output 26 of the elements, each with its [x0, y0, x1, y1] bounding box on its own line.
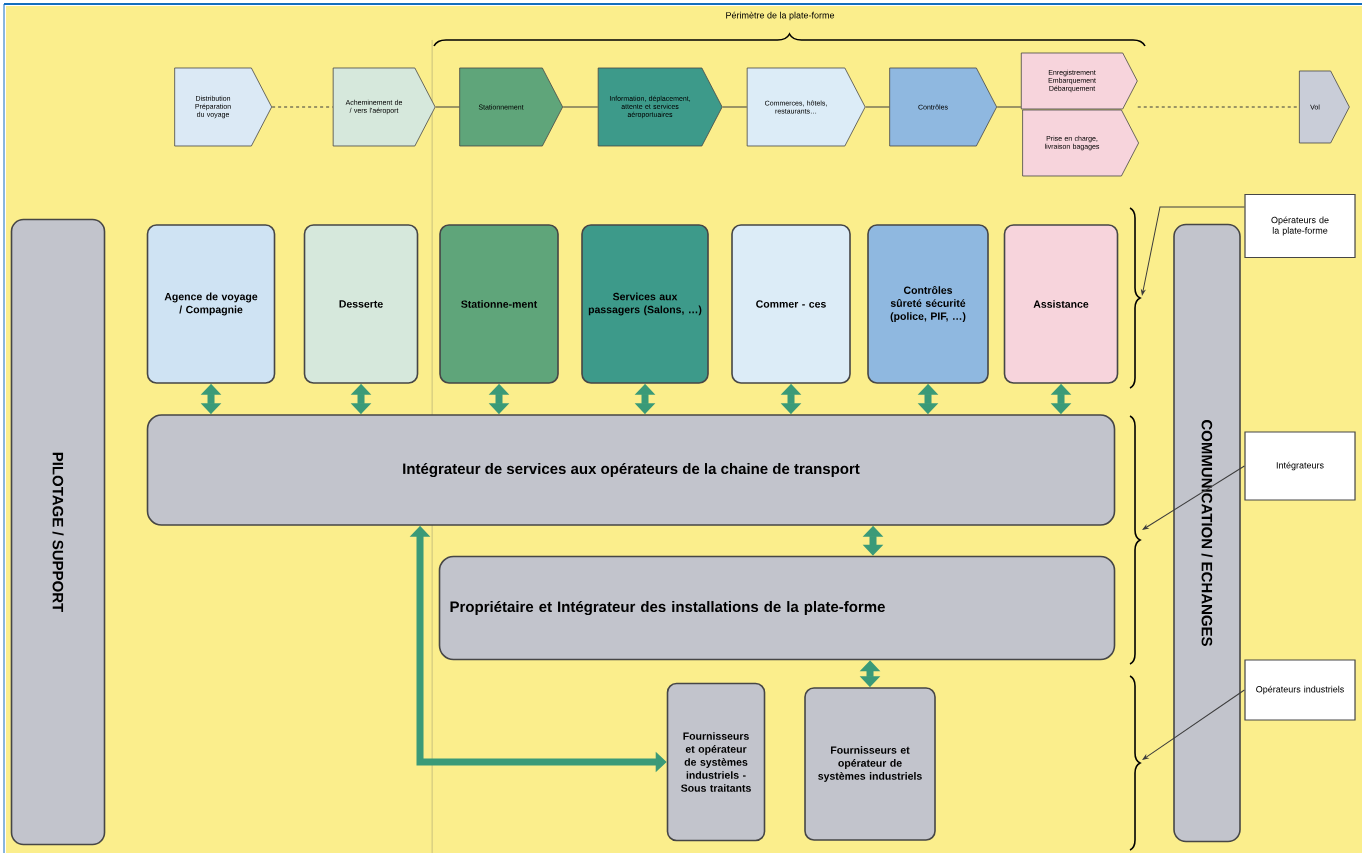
connector-line — [435, 106, 460, 108]
service-box: Stationne-ment — [439, 224, 559, 384]
connector-line — [722, 106, 748, 108]
integrator-band: Propriétaire et Intégrateur des installations de la plate-forme — [438, 555, 1116, 661]
leader-line — [1142, 465, 1245, 530]
leader-line — [1141, 206, 1245, 296]
callout-box: Opérateurs industriels — [1244, 659, 1356, 721]
connector-line — [562, 106, 599, 108]
service-box: Agence de voyage / Compagnie — [146, 224, 276, 384]
service-box: Fournisseurs et opérateur de systèmes industriels - Sous traitants — [666, 682, 766, 842]
vertical-band: PILOTAGE / SUPPORT — [10, 218, 106, 846]
perimeter-label: Périmètre de la plate-forme — [726, 11, 835, 21]
connector-line — [271, 106, 334, 108]
connector-line — [996, 106, 1022, 108]
service-box: Commer - ces — [731, 224, 851, 384]
integrator-band: Intégrateur de services aux opérateurs de la chaine de transport — [146, 414, 1116, 526]
leader-line — [1142, 689, 1245, 760]
service-box: Services aux passagers (Salons, …) — [581, 224, 709, 384]
service-box: Fournisseurs et opérateur de systèmes industriels — [804, 687, 936, 841]
callout-box: Opérateurs de la plate-forme — [1244, 193, 1356, 259]
vertical-band: COMMUNICATION / ECHANGES — [1173, 223, 1241, 843]
connector-line — [865, 106, 890, 108]
callout-box: Intégrateurs — [1244, 431, 1356, 501]
service-box: Desserte — [303, 224, 419, 384]
service-box: Assistance — [1003, 224, 1119, 384]
service-box: Contrôles sûreté sécurité (police, PIF, …) — [867, 224, 989, 384]
